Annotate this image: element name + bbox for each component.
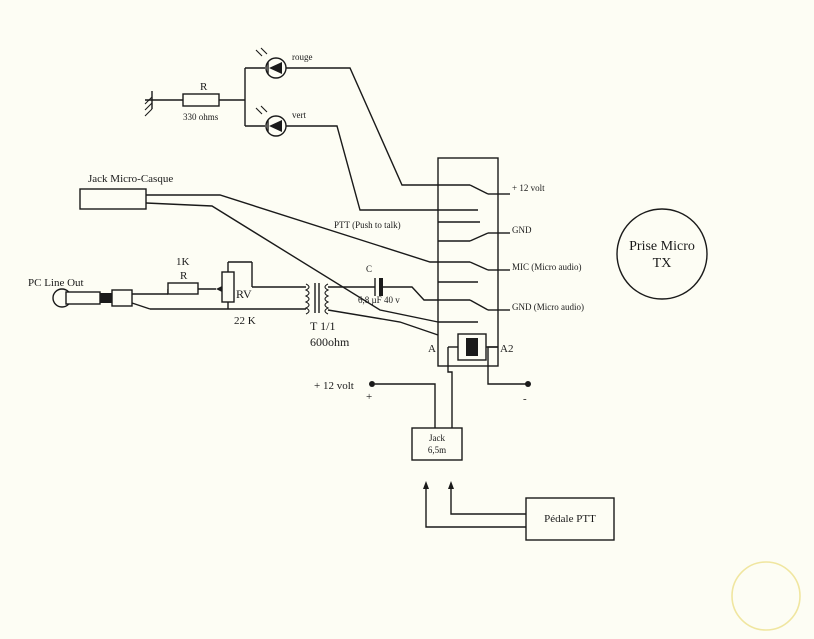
potentiometer-rv: RV 22 K [216, 261, 306, 327]
ground-symbol-top [144, 91, 183, 117]
pc-line-out-label: PC Line Out [28, 277, 84, 289]
supply-ground: - [487, 346, 531, 405]
capacitor-value: 6,8 µF 40 v [358, 295, 400, 305]
supply-label: + 12 volt [314, 380, 354, 392]
relay-coil-a2-label: A2 [500, 343, 513, 355]
supply-plus: + [366, 391, 372, 403]
jack-micro-casque-label: Jack Micro-Casque [88, 173, 173, 185]
transformer-value: 600ohm [310, 335, 350, 349]
pedale-ptt: Pédale PTT [525, 497, 615, 541]
led-green: vert [255, 105, 306, 137]
resistor-330-value: 330 ohms [183, 112, 219, 122]
wire-led-green [286, 125, 438, 211]
jack-micro-casque: Jack Micro-Casque [79, 173, 173, 210]
pc-line-out-plug: PC Line Out [28, 277, 151, 310]
prise-micro-line1: Prise Micro [629, 239, 695, 254]
pedal-connection-arrows [423, 481, 526, 528]
wire-casque-mic [146, 194, 438, 263]
led-red: rouge [255, 47, 313, 79]
jack-pedal-line1: Jack [429, 433, 445, 443]
relay-block [437, 157, 499, 367]
led-red-label: rouge [292, 52, 313, 62]
supply-minus: - [523, 393, 527, 405]
wire-capacitor-to-relay [383, 286, 438, 301]
wire-led-red [286, 67, 438, 186]
prise-micro-tx: Prise Micro TX [616, 208, 708, 300]
capacitor-c: C 6,8 µF 40 v [358, 264, 400, 305]
supply-12v: + 12 volt + [314, 380, 436, 428]
resistor-330-name: R [200, 81, 208, 93]
prise-micro-line2: TX [653, 256, 672, 271]
jack-6-5m: Jack 6,5m [411, 427, 463, 461]
resistor-1k-value: 1K [176, 256, 190, 268]
resistor-1k-name: R [180, 270, 188, 282]
paper-stain [731, 561, 801, 631]
transformer: T 1/1 600ohm [304, 283, 350, 349]
pot-name: RV [236, 287, 252, 301]
jack-pedal-line2: 6,5m [428, 445, 446, 455]
pedal-label: Pédale PTT [544, 513, 596, 525]
wire-casque-gnd [145, 202, 439, 323]
relay-label-gnd-audio: GND (Micro audio) [512, 302, 584, 312]
relay-label-ptt: PTT (Push to talk) [334, 220, 401, 230]
pot-value: 22 K [234, 315, 256, 327]
relay-label-gnd: GND [512, 225, 532, 235]
led-green-label: vert [292, 110, 306, 120]
resistor-330-ohm: R 330 ohms [182, 81, 245, 122]
relay-label-12v: + 12 volt [512, 183, 545, 193]
resistor-1k: 1K R [150, 256, 216, 295]
capacitor-name: C [366, 264, 372, 274]
wire-transformer-gnd [327, 309, 439, 336]
transformer-name: T 1/1 [310, 319, 335, 333]
relay-coil-a-label: A [428, 343, 436, 355]
relay-label-mic: MIC (Micro audio) [512, 262, 582, 272]
wire-coil-a [447, 347, 453, 428]
